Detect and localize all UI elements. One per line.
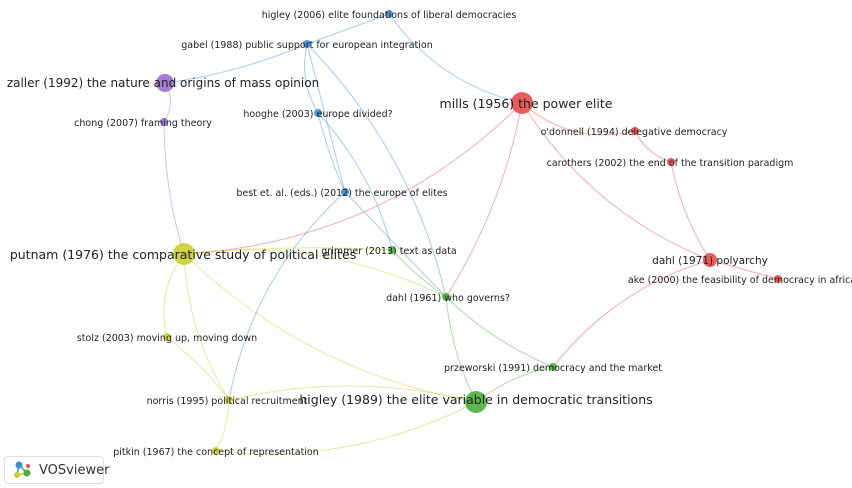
node-putnam1976[interactable] — [173, 243, 195, 265]
link-putnam1976-higley1989 — [183, 253, 477, 403]
link-gabel1988-zaller1992 — [164, 43, 308, 84]
node-dahl1971[interactable] — [703, 253, 717, 267]
node-carothers2002[interactable] — [667, 158, 675, 166]
link-dahl1961-higley1989 — [445, 296, 477, 403]
node-label-hooghe2003[interactable]: hooghe (2003) europe divided? — [243, 109, 392, 120]
link-higley2006-mills1956 — [388, 13, 523, 104]
link-norris1995-pitkin1967 — [215, 399, 230, 452]
link-putnam1976-grimmer2013 — [183, 247, 393, 255]
nodes-layer — [156, 10, 782, 455]
link-gabel1988-dahl1961 — [306, 43, 447, 298]
node-higley2006[interactable] — [385, 10, 393, 18]
link-dahl1971-przeworski1991 — [552, 259, 711, 368]
node-label-pitkin1967[interactable]: pitkin (1967) the concept of representat… — [113, 447, 319, 458]
link-pitkin1967-higley1989 — [215, 401, 477, 455]
link-hooghe2003-grimmer2013 — [317, 112, 393, 251]
link-carothers2002-dahl1971 — [670, 161, 711, 261]
node-gabel1988[interactable] — [303, 40, 311, 48]
node-odonnell1994[interactable] — [631, 127, 639, 135]
link-putnam1976-stolz2003 — [163, 253, 185, 338]
link-hooghe2003-best2012 — [317, 112, 346, 193]
node-label-higley2006[interactable]: higley (2006) elite foundations of liber… — [262, 10, 517, 21]
node-stolz2003[interactable] — [163, 333, 171, 341]
node-label-przeworski1991[interactable]: przeworski (1991) democracy and the mark… — [444, 363, 662, 374]
node-label-gabel1988[interactable]: gabel (1988) public support for european… — [181, 40, 432, 51]
link-putnam1976-norris1995 — [183, 253, 230, 401]
node-label-chong2007[interactable]: chong (2007) framing theory — [74, 118, 212, 129]
node-label-higley1989[interactable]: higley (1989) the elite variable in demo… — [299, 392, 652, 407]
link-putnam1976-dahl1961 — [183, 249, 447, 298]
vosviewer-logo-icon — [14, 461, 31, 478]
node-label-norris1995[interactable]: norris (1995) political recruitment — [147, 396, 308, 407]
link-chong2007-putnam1976 — [163, 121, 185, 255]
node-mills1956[interactable] — [511, 92, 533, 114]
node-dahl1961[interactable] — [442, 293, 450, 301]
node-label-grimmer2013[interactable]: grimmer (2013) text as data — [321, 246, 456, 257]
node-ake2000[interactable] — [774, 275, 782, 283]
node-przeworski1991[interactable] — [549, 363, 557, 371]
node-grimmer2013[interactable] — [388, 246, 396, 254]
node-label-zaller1992[interactable]: zaller (1992) the nature and origins of … — [7, 76, 319, 90]
link-grimmer2013-dahl1961 — [391, 249, 447, 298]
node-label-putnam1976[interactable]: putnam (1976) the comparative study of p… — [10, 247, 356, 262]
vosviewer-brand-name: VOSviewer — [39, 462, 110, 478]
link-gabel1988-best2012 — [306, 43, 346, 193]
link-gabel1988-hooghe2003 — [304, 43, 319, 114]
link-norris1995-higley1989 — [228, 385, 477, 403]
link-stolz2003-norris1995 — [166, 336, 230, 401]
node-label-best2012[interactable]: best et. al. (eds.) (2012) the europe of… — [236, 188, 447, 199]
node-pitkin1967[interactable] — [212, 447, 220, 455]
node-label-odonnell1994[interactable]: o'donnell (1994) delegative democracy — [541, 127, 728, 138]
link-higley2006-gabel1988 — [306, 13, 390, 45]
link-mills1956-putnam1976 — [183, 102, 523, 255]
node-chong2007[interactable] — [160, 118, 168, 126]
vosviewer-badge[interactable]: VOSviewer — [4, 456, 109, 484]
node-zaller1992[interactable] — [156, 74, 174, 92]
link-best2012-norris1995 — [228, 191, 346, 401]
node-norris1995[interactable] — [225, 396, 233, 404]
links-layer — [163, 13, 779, 455]
node-label-dahl1971[interactable]: dahl (1971) polyarchy — [652, 255, 768, 267]
node-label-stolz2003[interactable]: stolz (2003) moving up, moving down — [77, 333, 257, 344]
node-higley1989[interactable] — [465, 391, 487, 413]
labels-layer: higley (2006) elite foundations of liber… — [7, 10, 852, 458]
node-label-mills1956[interactable]: mills (1956) the power elite — [440, 96, 613, 111]
link-dahl1961-przeworski1991 — [445, 296, 554, 368]
node-hooghe2003[interactable] — [314, 109, 322, 117]
node-label-carothers2002[interactable]: carothers (2002) the end of the transiti… — [547, 158, 794, 169]
link-best2012-dahl1961 — [344, 191, 447, 298]
link-mills1956-odonnell1994 — [521, 102, 636, 136]
link-mills1956-dahl1971 — [521, 102, 711, 261]
link-mills1956-dahl1961 — [445, 102, 523, 298]
node-label-ake2000[interactable]: ake (2000) the feasibility of democracy … — [628, 275, 852, 286]
node-label-dahl1961[interactable]: dahl (1961) who governs? — [386, 293, 510, 304]
link-odonnell1994-carothers2002 — [634, 130, 672, 163]
node-best2012[interactable] — [341, 188, 349, 196]
